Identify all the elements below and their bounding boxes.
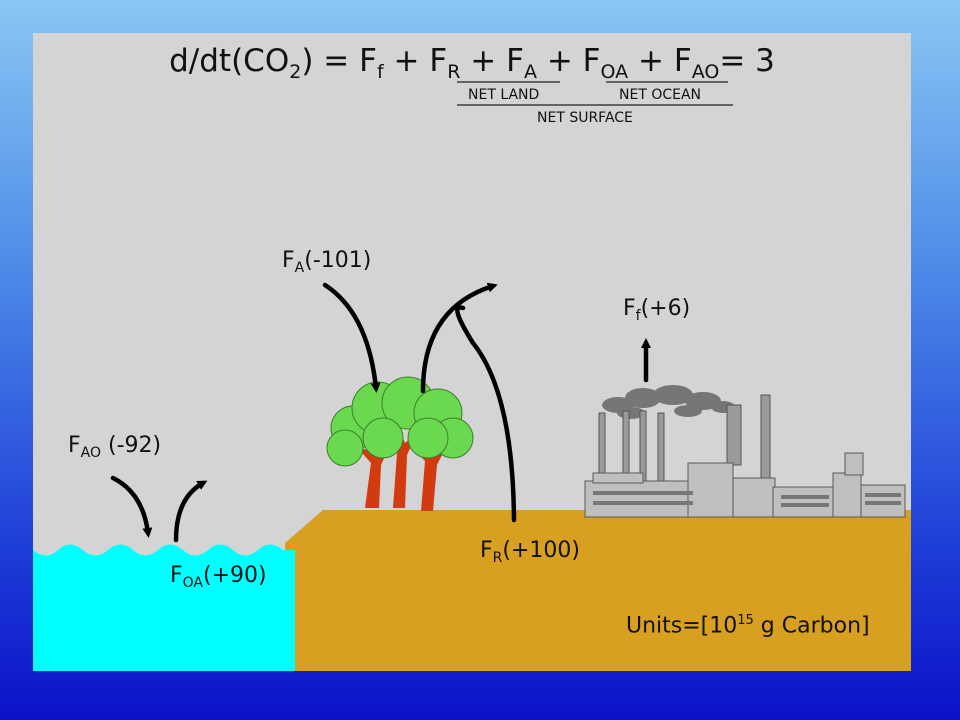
label-flux-oa: FOA(+90) [170, 563, 267, 591]
label-flux-f: Ff(+6) [623, 296, 691, 324]
label-net-land: NET LAND [468, 87, 540, 103]
land [285, 510, 911, 671]
arrow-r [455, 305, 517, 523]
scene-graphics [33, 81, 911, 671]
label-net-ocean: NET OCEAN [619, 87, 702, 103]
label-net-surface: NET SURFACE [537, 110, 633, 126]
trees-icon [326, 376, 474, 511]
label-flux-r: FR(+100) [480, 538, 580, 566]
units-label: Units=[1015 g Carbon] [626, 613, 870, 639]
flux-equation: d/dt(CO2) = Ff + FR + FA + FOA + FAO= 3 [169, 43, 775, 83]
arrow-up-tree [420, 282, 498, 394]
arrow-ao [110, 475, 153, 538]
factory-icon [584, 385, 906, 518]
arrow-a [322, 282, 381, 393]
arrow-oa [173, 480, 208, 543]
label-flux-a: FA(-101) [282, 248, 372, 276]
diagram-panel: d/dt(CO2) = Ff + FR + FA + FOA + FAO= 3 … [33, 33, 911, 671]
label-flux-ao: FAO (-92) [68, 433, 162, 461]
ocean [33, 544, 295, 671]
